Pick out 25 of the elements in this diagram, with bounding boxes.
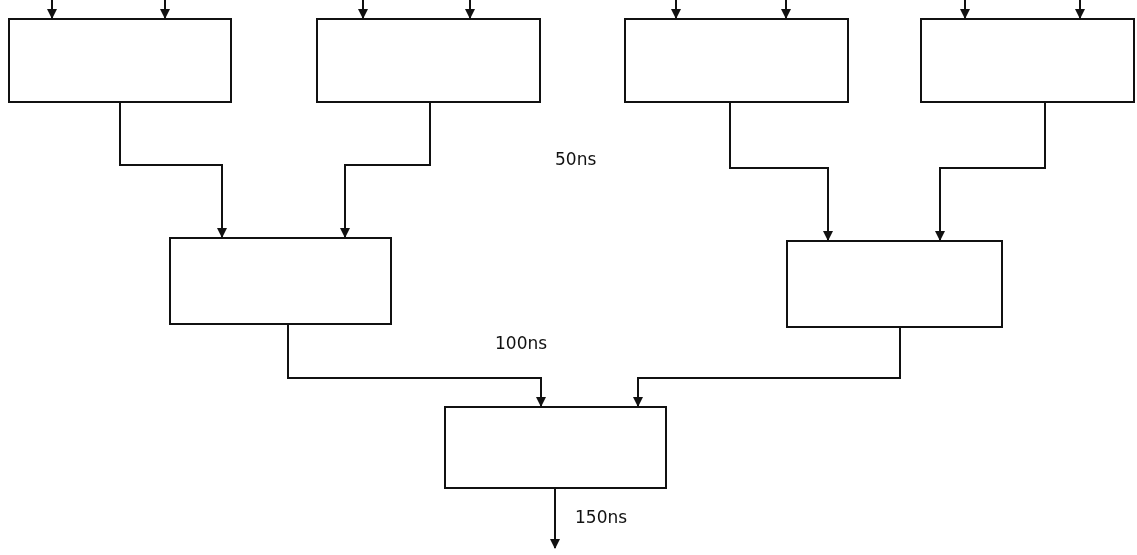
arrow	[47, 0, 57, 19]
arrow	[465, 0, 475, 19]
arrow	[960, 0, 970, 19]
timing-label: 50ns	[555, 149, 597, 169]
process-box	[316, 18, 541, 103]
process-box	[444, 406, 667, 489]
arrow	[1075, 0, 1085, 19]
timing-label: 100ns	[495, 333, 548, 353]
arrow	[358, 0, 368, 19]
arrow	[633, 327, 901, 407]
process-box	[786, 240, 1003, 328]
arrow	[935, 102, 1046, 241]
arrow	[550, 488, 560, 549]
arrow	[729, 102, 833, 241]
process-box	[169, 237, 392, 325]
arrow	[671, 0, 681, 19]
arrow	[340, 102, 431, 238]
arrow	[287, 324, 546, 407]
arrow	[781, 0, 791, 19]
process-box	[624, 18, 849, 103]
process-box	[8, 18, 232, 103]
timing-label: 150ns	[575, 507, 628, 527]
arrow	[119, 102, 227, 238]
process-box	[920, 18, 1135, 103]
arrow	[160, 0, 170, 19]
